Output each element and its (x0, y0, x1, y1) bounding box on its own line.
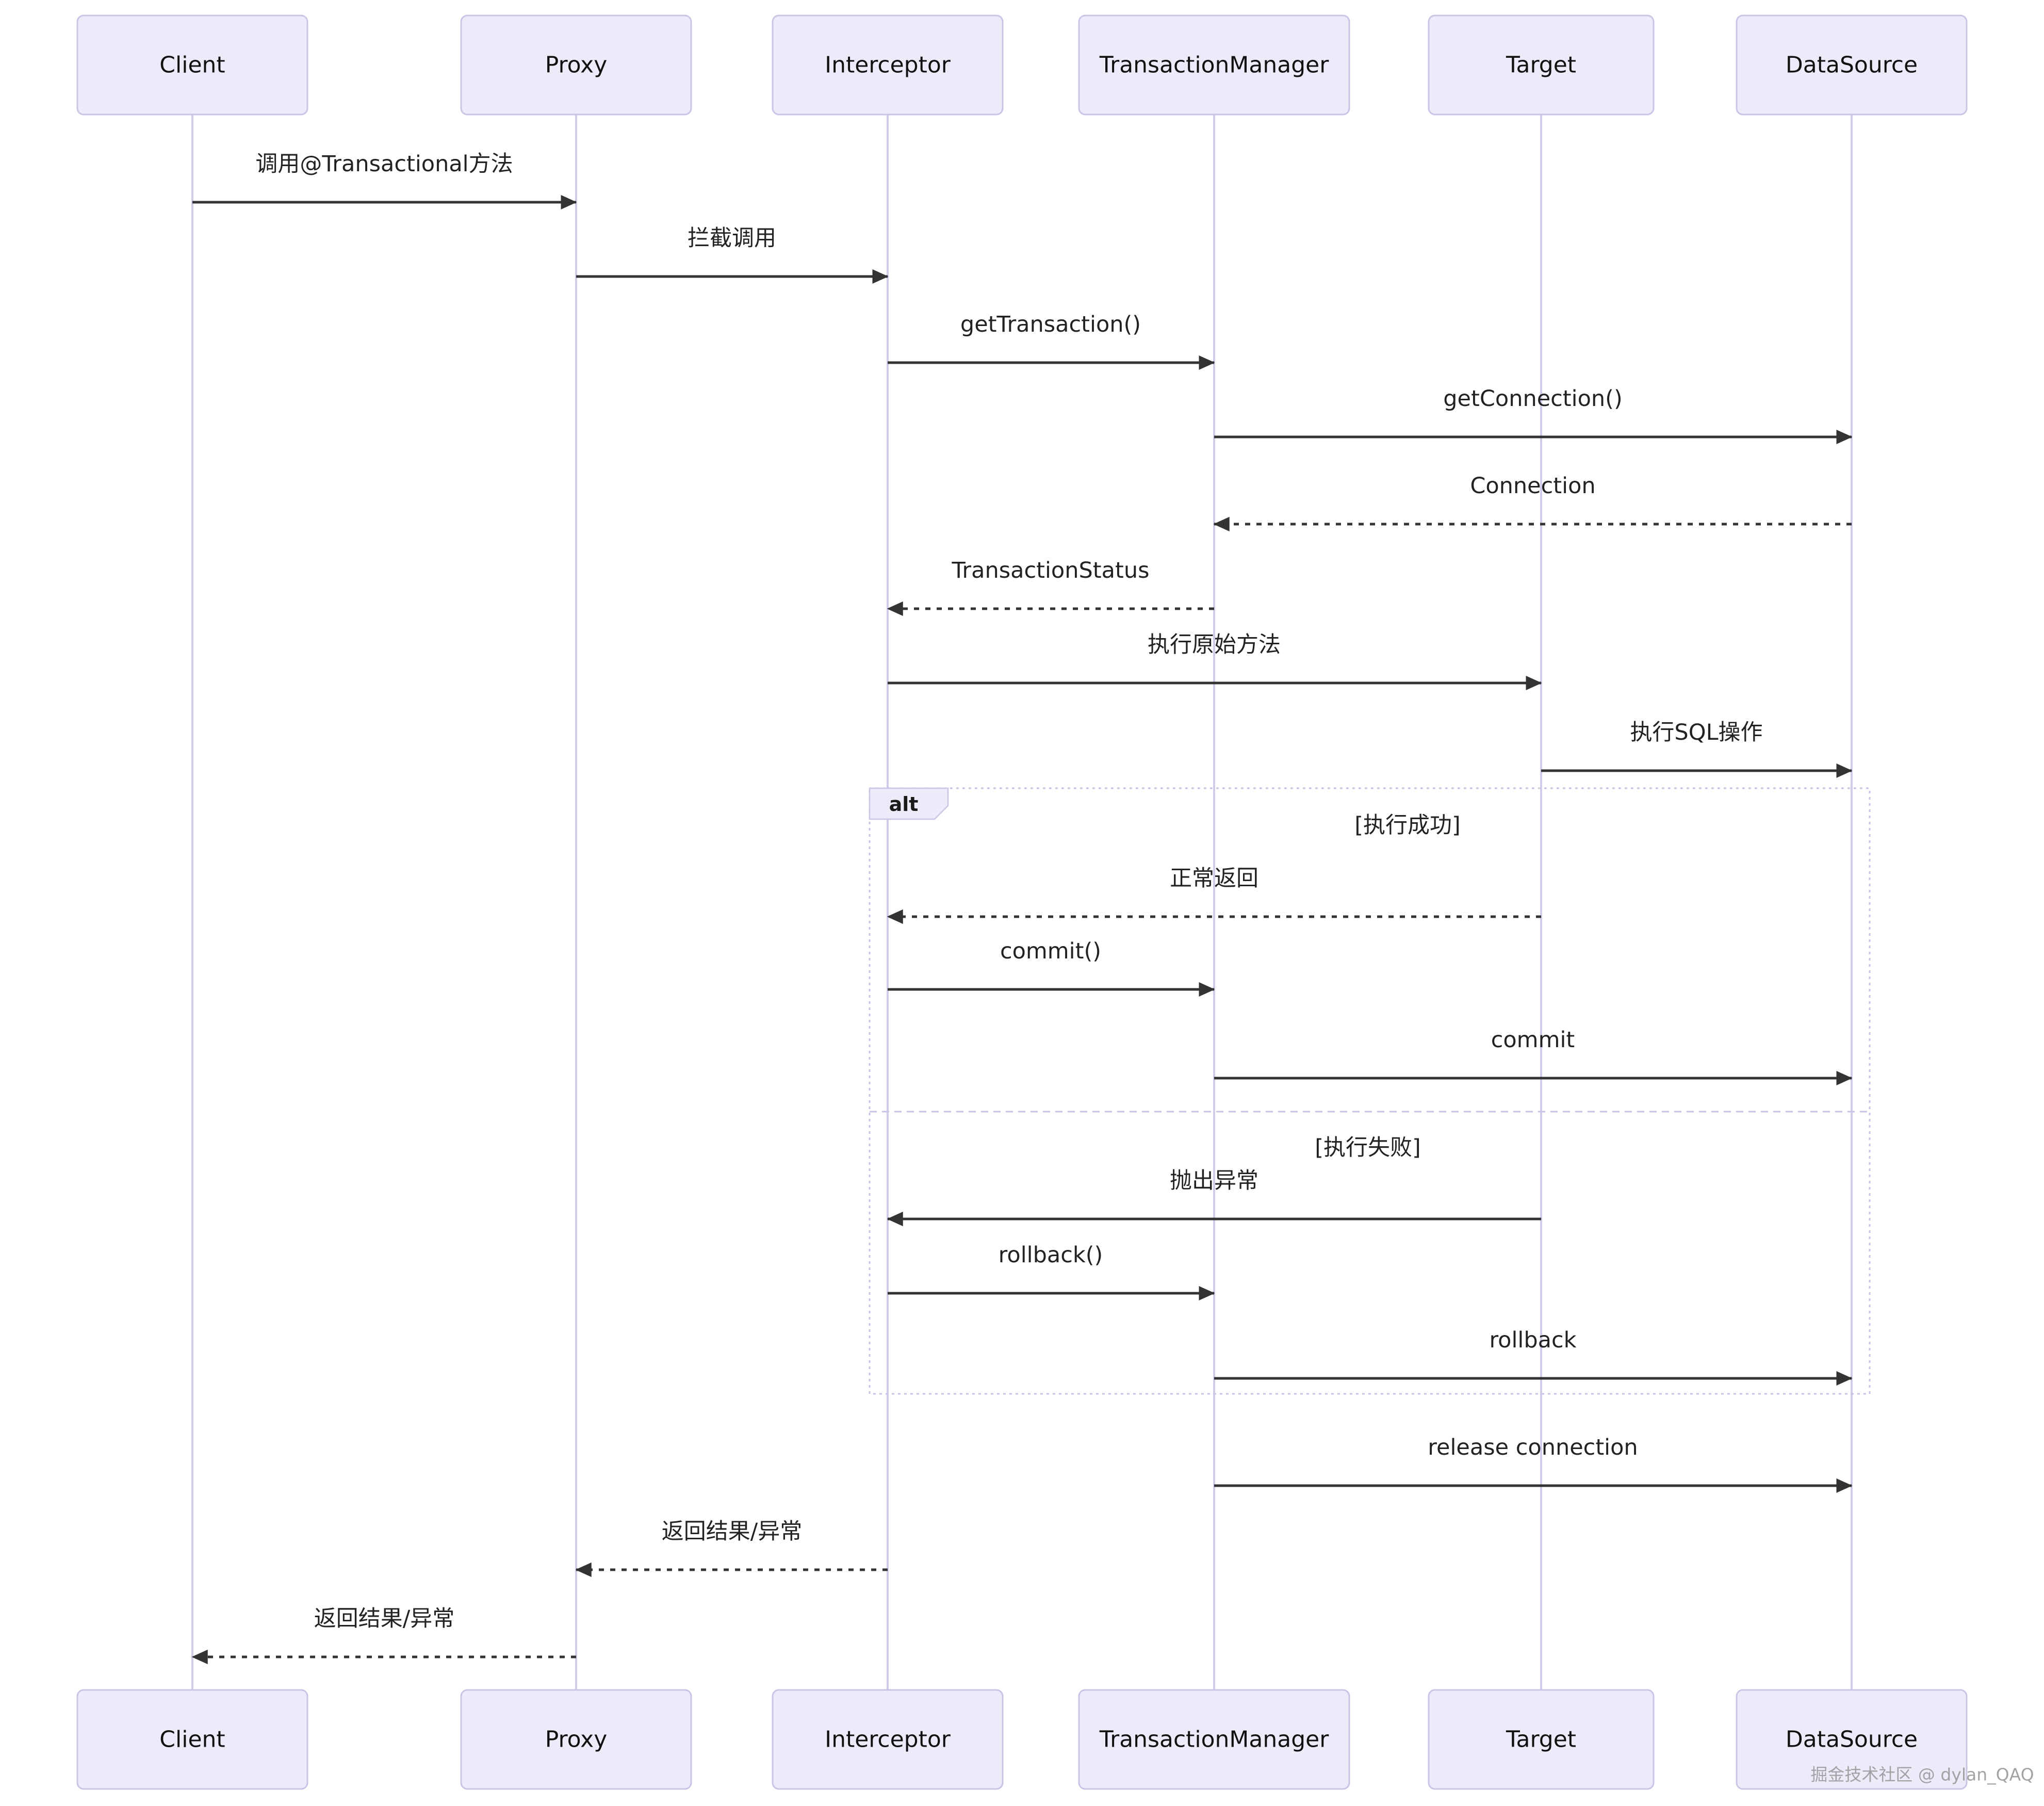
participant-bottom-transactionmanager: TransactionManager (1078, 1689, 1350, 1790)
participant-box (460, 1689, 692, 1790)
participant-label: TransactionManager (1099, 1727, 1329, 1753)
message-call-transactional: 调用@Transactional方法 (192, 151, 577, 210)
message-get-connection: getConnection() (1214, 386, 1853, 445)
message-label: release connection (1428, 1435, 1638, 1460)
participant-bottom-interceptor: Interceptor (772, 1689, 1004, 1790)
participant-label: DataSource (1786, 52, 1918, 78)
participant-label: Client (159, 1727, 225, 1753)
message-rollback: rollback (1214, 1327, 1853, 1386)
message-label: 正常返回 (1170, 866, 1258, 891)
message-label: 抛出异常 (1170, 1168, 1258, 1194)
message-label: getConnection() (1443, 386, 1622, 412)
message-get-transaction: getTransaction() (888, 312, 1215, 370)
participant-box (76, 1689, 308, 1790)
messages: 调用@Transactional方法 拦截调用 getTransaction()… (191, 151, 1853, 1665)
message-label: 调用@Transactional方法 (255, 151, 513, 177)
message-label: rollback() (999, 1242, 1103, 1268)
message-normal-return: 正常返回 (887, 866, 1541, 924)
alt-condition-success: [执行成功] (1354, 812, 1461, 838)
message-label: commit (1491, 1027, 1575, 1053)
message-label: 返回结果/异常 (662, 1519, 803, 1544)
message-commit-call: commit() (888, 938, 1215, 997)
participant-top-datasource: DataSource (1736, 14, 1968, 116)
participant-bottom-target: Target (1428, 1689, 1655, 1790)
message-return-result-proxy: 返回结果/异常 (575, 1519, 888, 1577)
participant-label: Proxy (545, 1727, 608, 1753)
alt-frame: alt [执行成功] [执行失败] (869, 787, 1871, 1395)
participant-box (772, 14, 1004, 116)
lifelines (191, 115, 1853, 1690)
message-commit: commit (1214, 1027, 1853, 1086)
message-label: rollback (1489, 1327, 1576, 1353)
message-release-connection: release connection (1214, 1435, 1853, 1493)
alt-condition-fail: [执行失败] (1315, 1135, 1421, 1161)
watermark: 掘金技术社区 @ dylan_QAQ (1810, 1765, 2034, 1785)
alt-frame-border (869, 787, 1871, 1395)
participant-top-interceptor: Interceptor (772, 14, 1004, 116)
message-label: TransactionStatus (951, 558, 1149, 583)
participant-top-proxy: Proxy (460, 14, 692, 116)
message-throw-exception: 抛出异常 (887, 1168, 1541, 1227)
participant-box (1078, 14, 1350, 116)
participant-bottom-proxy: Proxy (460, 1689, 692, 1790)
message-return-result-client: 返回结果/异常 (191, 1606, 576, 1665)
participant-bottom-datasource: DataSource (1736, 1689, 1968, 1790)
participant-label: Client (159, 52, 225, 78)
message-label: 执行SQL操作 (1630, 720, 1762, 745)
message-rollback-call: rollback() (888, 1242, 1215, 1301)
participant-label: TransactionManager (1099, 52, 1329, 78)
message-label: 返回结果/异常 (314, 1606, 455, 1632)
message-connection-return: Connection (1213, 473, 1852, 532)
participant-box (76, 14, 308, 116)
message-label: getTransaction() (960, 312, 1141, 337)
message-label: commit() (1000, 938, 1101, 964)
participant-top-target: Target (1428, 14, 1655, 116)
participant-bottom-client: Client (76, 1689, 308, 1790)
participant-label: Target (1506, 1727, 1576, 1753)
message-label: Connection (1470, 473, 1595, 499)
participant-label: DataSource (1786, 1727, 1918, 1753)
participant-box (1736, 1689, 1968, 1790)
alt-label-tab (869, 787, 949, 820)
message-invoke-original: 执行原始方法 (888, 632, 1542, 691)
participants-bottom: Client Proxy Interceptor TransactionMana… (76, 1689, 1968, 1790)
participant-box (1428, 1689, 1655, 1790)
participants-top: Client Proxy Interceptor TransactionMana… (76, 14, 1968, 116)
message-intercept-call: 拦截调用 (576, 225, 889, 284)
participant-box (460, 14, 692, 116)
message-transaction-status: TransactionStatus (887, 558, 1214, 616)
participant-box (1428, 14, 1655, 116)
participant-top-transactionmanager: TransactionManager (1078, 14, 1350, 116)
participant-box (772, 1689, 1004, 1790)
message-label: 执行原始方法 (1148, 632, 1281, 658)
participant-box (1078, 1689, 1350, 1790)
participant-box (1736, 14, 1968, 116)
message-execute-sql: 执行SQL操作 (1541, 720, 1853, 778)
participant-label: Interceptor (825, 1727, 951, 1753)
alt-label: alt (889, 793, 919, 816)
participant-label: Target (1506, 52, 1576, 78)
participant-label: Interceptor (825, 52, 951, 78)
participant-label: Proxy (545, 52, 608, 78)
message-label: 拦截调用 (688, 225, 776, 251)
participant-top-client: Client (76, 14, 308, 116)
